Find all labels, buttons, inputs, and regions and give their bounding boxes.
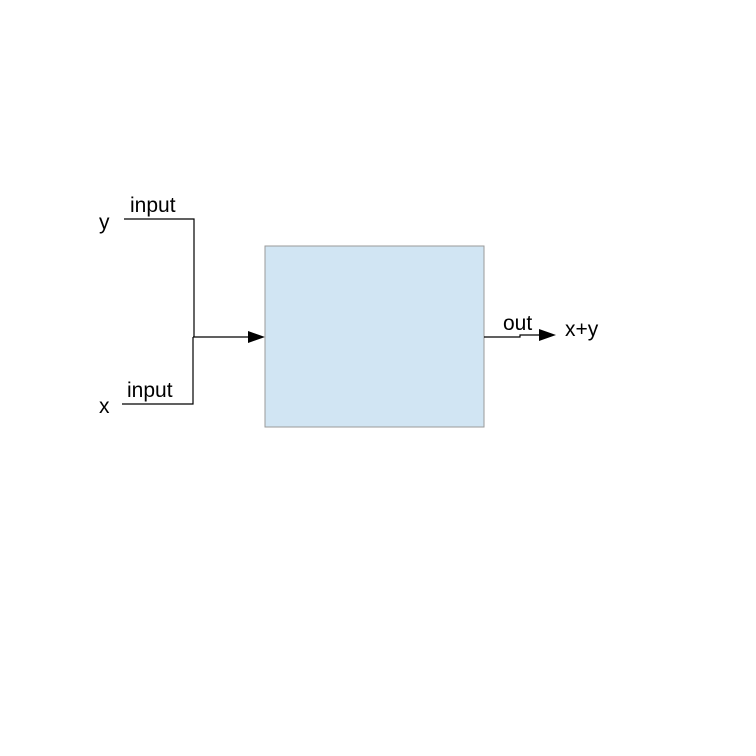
input-x-port-label: input bbox=[127, 379, 173, 402]
output-value-label: x+y bbox=[565, 318, 599, 341]
input-x-wire bbox=[122, 337, 194, 405]
input-arrowhead-icon bbox=[248, 331, 265, 343]
output-arrowhead-icon bbox=[539, 329, 556, 341]
input-x-variable-label: x bbox=[99, 395, 110, 418]
adder-block bbox=[264, 245, 485, 428]
output-wire bbox=[484, 334, 540, 338]
input-y-wire bbox=[124, 218, 195, 337]
input-y-port-label: input bbox=[130, 194, 176, 217]
input-y-variable-label: y bbox=[99, 211, 110, 234]
output-port-label: out bbox=[503, 312, 532, 335]
